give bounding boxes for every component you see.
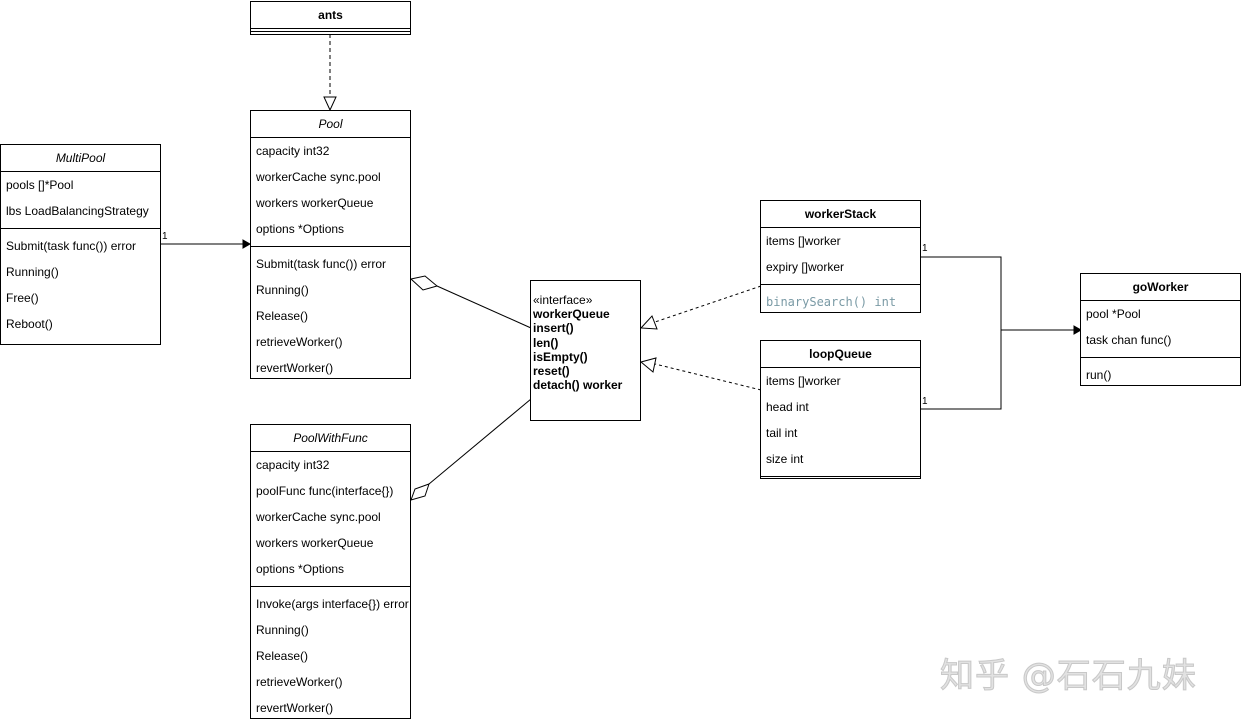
workerqueue-method: len() bbox=[533, 335, 559, 350]
workerstack-goworker-line bbox=[921, 256, 1002, 410]
workerqueue-stereotype: «interface» bbox=[533, 293, 593, 307]
workerstack-class-box[interactable]: workerStack items []worker expiry []work… bbox=[760, 200, 921, 313]
pool-class-box[interactable]: Pool capacity int32 workerCache sync.poo… bbox=[250, 110, 411, 379]
poolwithfunc-aggregation-diamond bbox=[410, 483, 430, 501]
multipool-attribute: pools []*Pool bbox=[6, 178, 74, 192]
pool-methods-section: Submit(task func()) error Running() Rele… bbox=[251, 246, 410, 381]
poolwithfunc-class-box[interactable]: PoolWithFunc capacity int32 poolFunc fun… bbox=[250, 424, 411, 719]
goworker-arrowhead bbox=[1073, 325, 1083, 335]
poolwithfunc-methods-section: Invoke(args interface{}) error Running()… bbox=[251, 586, 410, 721]
multipool-pool-multiplicity: 1 bbox=[162, 231, 168, 242]
loopqueue-attribute: size int bbox=[766, 452, 804, 466]
pool-attribute: capacity int32 bbox=[256, 144, 330, 158]
poolwithfunc-method: Running() bbox=[256, 623, 309, 637]
poolwithfunc-attribute: workerCache sync.pool bbox=[256, 510, 381, 524]
pool-method: Submit(task func()) error bbox=[256, 257, 387, 271]
pool-method: retrieveWorker() bbox=[256, 335, 343, 349]
poolwithfunc-attribute: workers workerQueue bbox=[256, 536, 374, 550]
association-arrowhead bbox=[242, 239, 252, 249]
ants-class-box[interactable]: ants bbox=[250, 1, 411, 35]
pool-method: Release() bbox=[256, 309, 309, 323]
workerqueue-method: isEmpty() bbox=[533, 349, 588, 364]
multipool-title: MultiPool bbox=[1, 145, 160, 172]
workerstack-attribute: expiry []worker bbox=[766, 260, 845, 274]
workerqueue-interface-box[interactable]: «interface» workerQueue insert() len() i… bbox=[530, 280, 641, 421]
pool-title: Pool bbox=[251, 111, 410, 138]
goworker-methods-section: run() bbox=[1081, 357, 1240, 388]
poolwithfunc-attribute: options *Options bbox=[256, 562, 345, 576]
multipool-methods-section: Submit(task func()) error Running() Free… bbox=[1, 228, 160, 337]
poolwithfunc-method: retrieveWorker() bbox=[256, 675, 343, 689]
poolwithfunc-attribute: poolFunc func(interface{}) bbox=[256, 484, 394, 498]
multipool-method: Reboot() bbox=[6, 317, 53, 331]
workerstack-attribute: items []worker bbox=[766, 234, 841, 248]
workerqueue-name: workerQueue bbox=[533, 307, 610, 322]
workerqueue-method: insert() bbox=[533, 321, 574, 336]
ants-title: ants bbox=[251, 2, 410, 29]
goworker-title: goWorker bbox=[1081, 274, 1240, 301]
loopqueue-divider bbox=[761, 476, 920, 477]
loopqueue-attribute: items []worker bbox=[766, 374, 841, 388]
pool-attribute: workers workerQueue bbox=[256, 196, 374, 210]
goworker-attribute: task chan func() bbox=[1086, 333, 1172, 347]
pool-workerqueue-aggregation-line bbox=[436, 285, 532, 329]
poolwithfunc-method: Invoke(args interface{}) error bbox=[256, 597, 409, 611]
multipool-method: Running() bbox=[6, 265, 59, 279]
pool-method: revertWorker() bbox=[256, 361, 334, 375]
poolwithfunc-method: Release() bbox=[256, 649, 309, 663]
poolwithfunc-title: PoolWithFunc bbox=[251, 425, 410, 452]
pool-aggregation-diamond bbox=[409, 275, 439, 291]
multipool-method: Submit(task func()) error bbox=[6, 239, 137, 253]
workerstack-title: workerStack bbox=[761, 201, 920, 228]
poolwithfunc-method: revertWorker() bbox=[256, 701, 334, 715]
loopqueue-realization-line bbox=[654, 363, 762, 391]
loopqueue-realization-arrowhead bbox=[639, 357, 657, 373]
goworker-class-box[interactable]: goWorker pool *Pool task chan func() run… bbox=[1080, 273, 1241, 386]
ants-divider bbox=[251, 31, 410, 32]
workerstack-realization-line bbox=[654, 285, 762, 323]
workerstack-goworker-multiplicity: 1 bbox=[922, 243, 928, 254]
goworker-attribute: pool *Pool bbox=[1086, 307, 1141, 321]
multipool-method: Free() bbox=[6, 291, 39, 305]
goworker-method: run() bbox=[1086, 368, 1112, 382]
workerstack-realization-arrowhead bbox=[639, 315, 658, 330]
workerstack-method: binarySearch() int bbox=[766, 295, 897, 309]
pool-method: Running() bbox=[256, 283, 309, 297]
workerqueue-method: reset() bbox=[533, 364, 570, 379]
watermark: 知乎 @石石九妹 bbox=[940, 656, 1197, 697]
workerstack-methods-section: binarySearch() int bbox=[761, 284, 920, 315]
loopqueue-class-box[interactable]: loopQueue items []worker head int tail i… bbox=[760, 340, 921, 479]
poolwithfunc-attribute: capacity int32 bbox=[256, 458, 330, 472]
workerqueue-method: detach() worker bbox=[533, 378, 623, 393]
multipool-attribute: lbs LoadBalancingStrategy bbox=[6, 204, 149, 218]
loopqueue-attribute: head int bbox=[766, 400, 809, 414]
poolwithfunc-workerqueue-aggregation-line bbox=[428, 398, 532, 485]
realization-arrowhead bbox=[323, 96, 337, 112]
loopqueue-title: loopQueue bbox=[761, 341, 920, 368]
pool-attribute: options *Options bbox=[256, 222, 345, 236]
pool-attribute: workerCache sync.pool bbox=[256, 170, 381, 184]
multipool-class-box[interactable]: MultiPool pools []*Pool lbs LoadBalancin… bbox=[0, 144, 161, 345]
loopqueue-goworker-multiplicity: 1 bbox=[922, 396, 928, 407]
loopqueue-attribute: tail int bbox=[766, 426, 798, 440]
